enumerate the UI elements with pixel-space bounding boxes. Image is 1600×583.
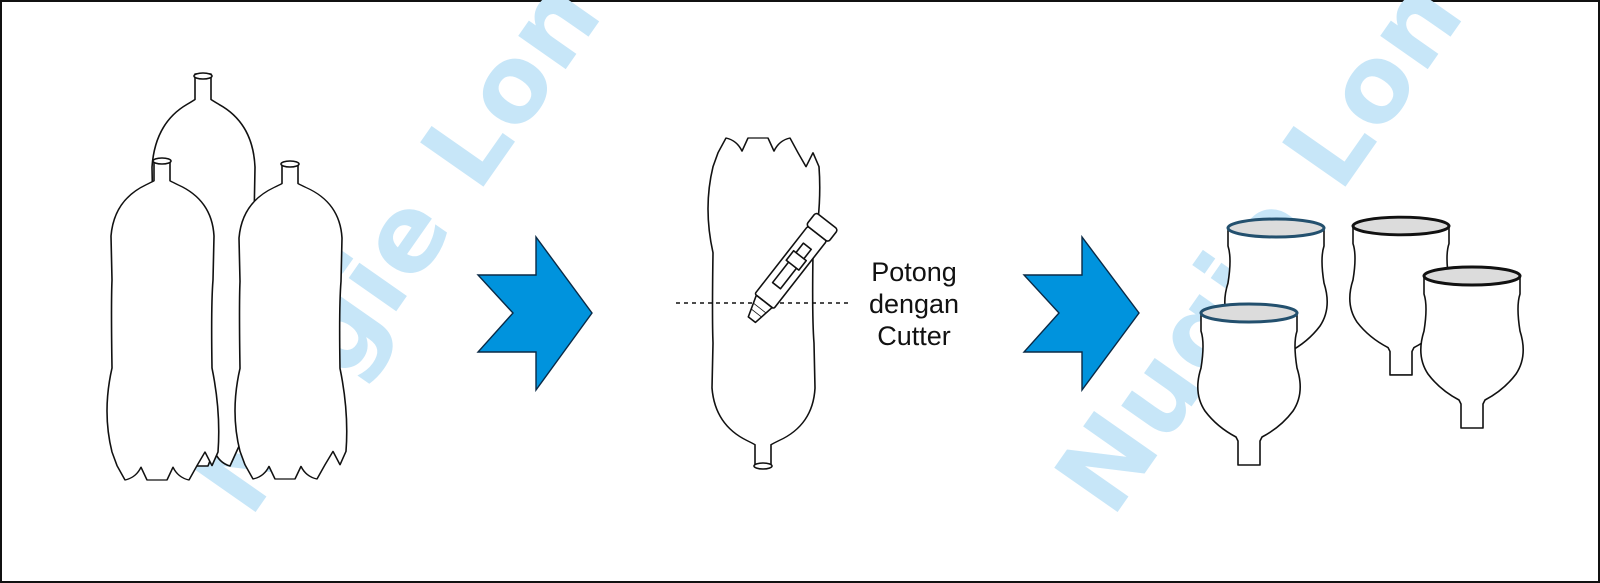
step-cut-bottle bbox=[676, 137, 848, 470]
step-cups bbox=[1197, 215, 1524, 466]
cut-label-line-3: Cutter bbox=[877, 321, 951, 351]
cup-icon bbox=[1420, 265, 1524, 429]
bottle-lip bbox=[753, 462, 773, 470]
bottle-lip bbox=[152, 157, 172, 165]
cup-icon bbox=[1224, 217, 1328, 381]
bottle-lip bbox=[280, 160, 300, 168]
arrow-right-icon bbox=[476, 234, 593, 393]
cut-label-line-1: Potong bbox=[871, 257, 957, 287]
cutter-knife-icon bbox=[747, 212, 838, 324]
bottle-icon bbox=[106, 159, 220, 481]
step-bottles bbox=[106, 72, 348, 481]
arrow-right-icon bbox=[1022, 234, 1140, 393]
bottle-icon bbox=[234, 162, 348, 480]
cup-icon bbox=[1349, 215, 1453, 376]
bottle-lip bbox=[193, 72, 213, 80]
cut-label: Potong dengan Cutter bbox=[869, 257, 959, 351]
cut-label-line-2: dengan bbox=[869, 289, 959, 319]
cup-icon bbox=[1197, 302, 1301, 466]
